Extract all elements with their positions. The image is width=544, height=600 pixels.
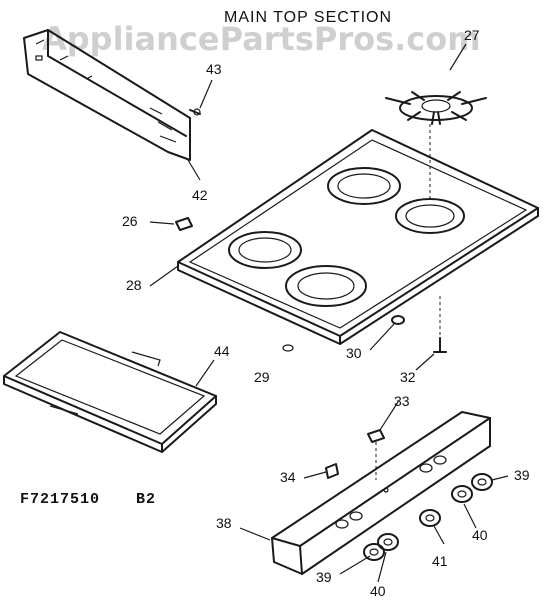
callout-39-left: 39: [316, 569, 332, 585]
callout-40-left: 40: [370, 583, 386, 599]
part-grommet[interactable]: [391, 315, 405, 325]
part-bracket[interactable]: [23, 29, 191, 161]
callout-leaders: [149, 43, 509, 583]
part-drip-pan[interactable]: [3, 331, 217, 453]
callout-29: 29: [254, 369, 270, 385]
part-control-panel[interactable]: [271, 411, 491, 575]
part-clip[interactable]: [175, 217, 193, 231]
callout-32: 32: [400, 369, 416, 385]
callout-42: 42: [192, 187, 208, 203]
callout-38: 38: [216, 515, 232, 531]
watermark: AppliancePartsPros.com: [42, 20, 481, 58]
callout-30: 30: [346, 345, 362, 361]
part-grate[interactable]: [385, 91, 487, 125]
part-knob-left-rear[interactable]: [377, 533, 399, 551]
assembly-leaders: [375, 124, 441, 480]
diagram-revision: B2: [136, 491, 156, 508]
part-cooktop[interactable]: [177, 129, 539, 345]
part-knob-center[interactable]: [419, 509, 441, 527]
part-spring[interactable]: [325, 463, 339, 479]
part-screw[interactable]: [189, 108, 201, 116]
callout-44: 44: [214, 343, 230, 359]
callout-40-right: 40: [472, 527, 488, 543]
callout-26: 26: [122, 213, 138, 229]
callout-43: 43: [206, 61, 222, 77]
callout-33: 33: [394, 393, 410, 409]
callout-41: 41: [432, 553, 448, 569]
part-cover[interactable]: [367, 429, 385, 443]
callout-39-right: 39: [514, 467, 530, 483]
diagram-code: F7217510: [20, 491, 100, 508]
part-knob-right-rear[interactable]: [471, 473, 493, 491]
part-knob-left-front[interactable]: [363, 543, 385, 561]
part-knob-right-front[interactable]: [451, 485, 473, 503]
diagram-title: MAIN TOP SECTION: [224, 9, 392, 26]
part-bolt[interactable]: [433, 337, 447, 353]
part-pad[interactable]: [282, 344, 294, 352]
callout-28: 28: [126, 277, 142, 293]
callout-27: 27: [464, 27, 480, 43]
callout-34: 34: [280, 469, 296, 485]
